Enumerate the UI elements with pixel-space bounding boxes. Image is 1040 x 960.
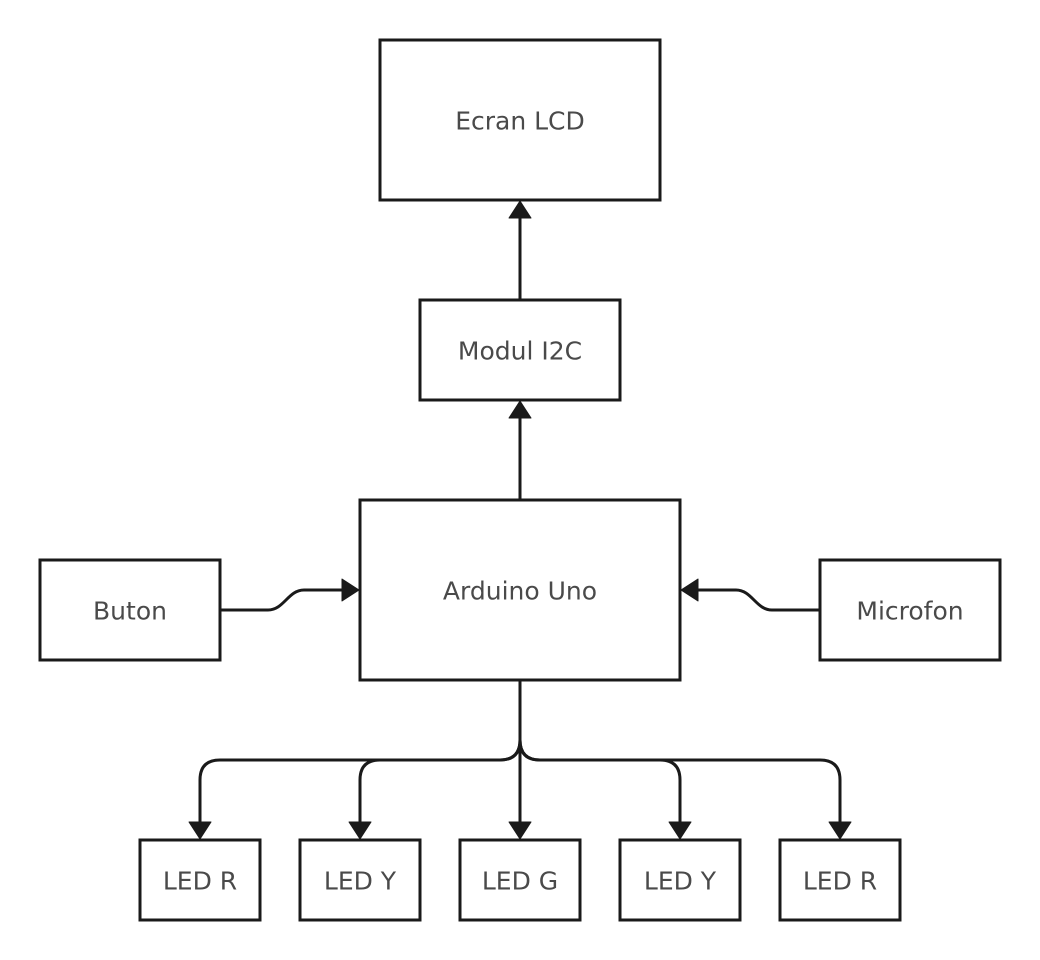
edge-arduino-to-led4 — [518, 680, 682, 822]
edges — [188, 200, 852, 840]
node-lcd-box — [378, 38, 662, 202]
node-led3-label: LED G — [482, 867, 558, 896]
node-button-box — [38, 558, 222, 662]
arrowhead-led5 — [828, 821, 852, 840]
node-led1: LED R — [138, 838, 262, 922]
arrowhead-arduino-right — [680, 578, 699, 602]
node-led5-label: LED R — [803, 867, 877, 896]
node-mic: Microfon — [818, 558, 1002, 662]
node-led4-box — [618, 838, 742, 922]
node-lcd: Ecran LCD — [378, 38, 662, 202]
node-button: Buton — [38, 558, 222, 662]
node-led3-box — [458, 838, 582, 922]
node-led4: LED Y — [618, 838, 742, 922]
node-led1-label: LED R — [163, 867, 237, 896]
edge-mic-to-arduino — [698, 588, 820, 612]
node-arduino: Arduino Uno — [358, 498, 682, 682]
node-led3: LED G — [458, 838, 582, 922]
node-lcd-label: Ecran LCD — [455, 107, 585, 136]
node-button-label: Buton — [93, 597, 167, 626]
node-i2c-box — [418, 298, 622, 402]
node-mic-box — [818, 558, 1002, 662]
arrowhead-i2c — [508, 400, 532, 419]
node-led4-label: LED Y — [644, 867, 717, 896]
arrowhead-led4 — [668, 821, 692, 840]
node-led5-box — [778, 838, 902, 922]
arrowhead-led1 — [188, 821, 212, 840]
node-led1-box — [138, 838, 262, 922]
edge-arduino-to-led2 — [358, 680, 522, 822]
node-arduino-box — [358, 498, 682, 682]
arrowhead-lcd — [508, 200, 532, 219]
node-led5: LED R — [778, 838, 902, 922]
arrowhead-arduino-left — [341, 578, 360, 602]
node-i2c-label: Modul I2C — [458, 337, 582, 366]
node-led2-label: LED Y — [324, 867, 397, 896]
node-led2: LED Y — [298, 838, 422, 922]
arrowhead-led3 — [508, 821, 532, 840]
node-arduino-label: Arduino Uno — [443, 577, 597, 606]
node-i2c: Modul I2C — [418, 298, 622, 402]
edge-button-to-arduino — [220, 588, 342, 612]
node-led2-box — [298, 838, 422, 922]
arrowhead-led2 — [348, 821, 372, 840]
node-mic-label: Microfon — [856, 597, 963, 626]
edge-arduino-to-led5 — [518, 680, 842, 822]
